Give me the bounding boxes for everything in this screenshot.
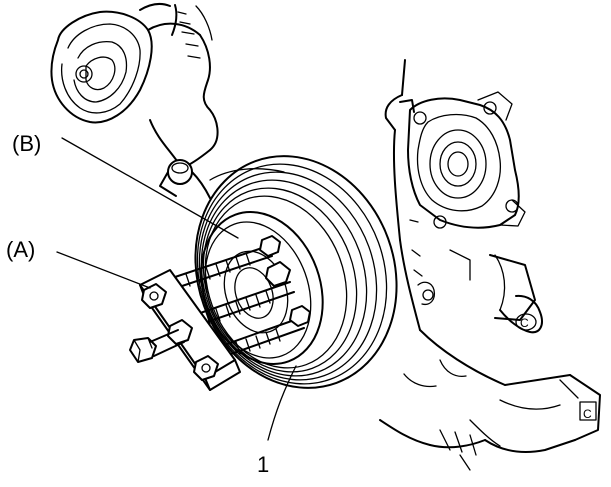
rod-end-nuts	[259, 235, 311, 327]
pulley-puller-tool	[129, 235, 311, 391]
leader-a	[56, 251, 151, 289]
label-b: (B)	[12, 131, 41, 156]
engine-side-details: C	[403, 219, 543, 388]
svg-text:C: C	[583, 407, 592, 421]
leader-1	[267, 365, 297, 441]
engine-block-right: C	[379, 59, 601, 471]
water-pump-pulley	[50, 10, 201, 124]
label-a: (A)	[6, 237, 35, 262]
crankshaft-pulley	[194, 155, 398, 389]
leader-b	[61, 137, 239, 239]
leader-lines	[56, 137, 297, 441]
front-cover-flange	[399, 91, 526, 229]
center-screw	[129, 329, 185, 363]
engine-block-upper	[139, 2, 219, 199]
svg-text:C: C	[520, 316, 529, 330]
plate-nuts	[141, 283, 219, 381]
label-1: 1	[257, 452, 269, 477]
